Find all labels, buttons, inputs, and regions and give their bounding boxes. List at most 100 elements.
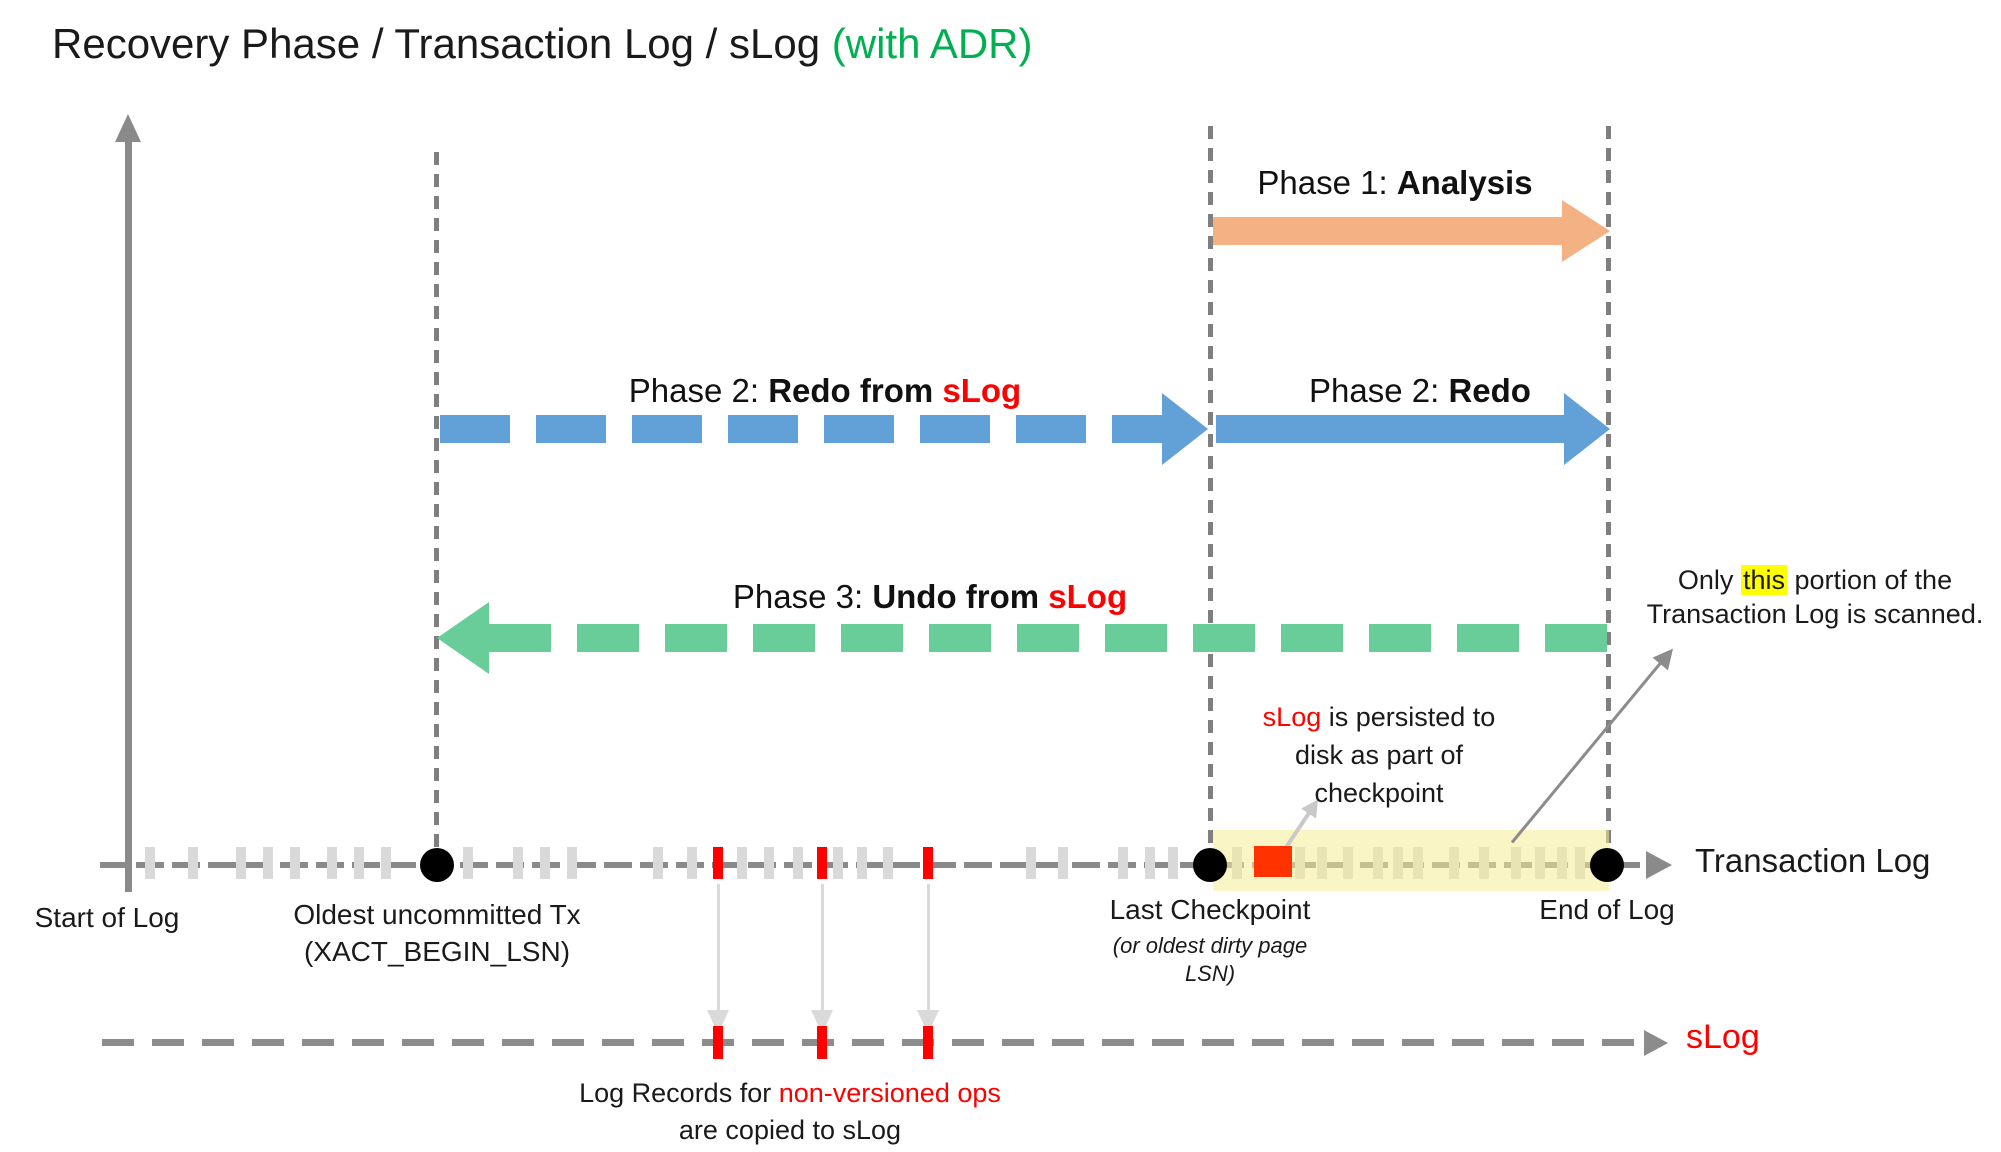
scanned-line2: Transaction Log is scanned.	[1646, 599, 1984, 629]
oldest-uncommitted-tx-label: Oldest uncommitted Tx (XACT_BEGIN_LSN)	[237, 896, 637, 970]
phase2s-bold: Redo from	[768, 372, 943, 409]
scanned-before: Only	[1677, 565, 1741, 595]
checkpoint-sub-line2: LSN)	[1184, 961, 1236, 986]
vertical-axis-line	[125, 140, 132, 892]
scanned-pointer-arrow	[1510, 661, 1663, 844]
oldest-line2: (XACT_BEGIN_LSN)	[303, 936, 571, 967]
log-record-tick	[236, 847, 246, 879]
phase3-slog: sLog	[1048, 578, 1128, 615]
phase1-prefix: Phase 1:	[1257, 164, 1397, 201]
slog-line	[102, 1039, 1647, 1046]
phase2s-prefix: Phase 2:	[628, 372, 769, 409]
phase2-redo-from-slog-arrowhead	[1162, 393, 1208, 465]
phase2-bold: Redo	[1448, 372, 1531, 409]
timeline-marker-dot	[1193, 848, 1227, 882]
slog-checkpoint-record-marker	[1254, 846, 1292, 877]
copy-to-slog-arrowhead	[917, 1010, 939, 1034]
phase2-prefix: Phase 2:	[1309, 372, 1449, 409]
copied-records-note: Log Records for non-versioned ops are co…	[490, 1075, 1090, 1149]
oldest-line1: Oldest uncommitted Tx	[293, 899, 581, 930]
copy-to-slog-arrowhead	[811, 1010, 833, 1034]
copy-to-slog-line	[717, 884, 720, 1012]
phase2s-slog: sLog	[942, 372, 1022, 409]
log-record-tick	[687, 847, 697, 879]
log-record-tick	[540, 847, 550, 879]
log-record-tick	[764, 847, 774, 879]
timeline-marker-dot	[1590, 848, 1624, 882]
phase3-bold: Undo from	[872, 578, 1049, 615]
log-record-tick	[263, 847, 273, 879]
non-versioned-op-tick	[713, 847, 723, 879]
phase3-undo-label: Phase 3: Undo from sLog	[730, 578, 1130, 616]
scanned-highlight: this	[1740, 565, 1787, 595]
log-record-tick	[1168, 847, 1178, 879]
phase2-redo-label: Phase 2: Redo	[1220, 372, 1620, 410]
last-checkpoint-sublabel: (or oldest dirty page LSN)	[1060, 932, 1360, 988]
phase1-label: Phase 1: Analysis	[1195, 164, 1595, 202]
log-record-tick	[1118, 847, 1128, 879]
phase3-undo-arrow	[489, 624, 1610, 652]
copied-black: Log Records for	[579, 1078, 779, 1108]
page-title: Recovery Phase / Transaction Log / sLog …	[52, 20, 1032, 68]
scanned-portion-note: Only this portion of the Transaction Log…	[1630, 563, 2000, 631]
log-record-tick	[290, 847, 300, 879]
log-record-tick	[1058, 847, 1068, 879]
log-record-tick	[883, 847, 893, 879]
log-record-tick	[793, 847, 803, 879]
transaction-log-arrowhead	[1646, 851, 1672, 879]
phase3-prefix: Phase 3:	[732, 578, 873, 615]
title-suffix: (with ADR)	[831, 20, 1033, 67]
slog-axis-label: sLog	[1686, 1018, 1760, 1056]
slog-persisted-note: sLog is persisted to disk as part of che…	[1229, 698, 1529, 812]
log-record-tick	[513, 847, 523, 879]
non-versioned-op-tick	[817, 847, 827, 879]
transaction-log-line	[100, 862, 1648, 868]
phase1-name: Analysis	[1396, 164, 1533, 201]
last-checkpoint-label: Last Checkpoint	[1109, 894, 1311, 925]
phase1-analysis-arrowhead	[1562, 200, 1610, 262]
phase2-redo-arrow	[1216, 415, 1564, 443]
log-record-tick	[857, 847, 867, 879]
guide-line-last-checkpoint	[1208, 126, 1213, 850]
log-record-tick	[145, 847, 155, 879]
non-versioned-op-tick	[923, 847, 933, 879]
end-of-log-label: End of Log	[1539, 894, 1675, 925]
transaction-log-axis-label: Transaction Log	[1695, 842, 1931, 879]
log-record-tick	[354, 847, 364, 879]
title-main: Recovery Phase / Transaction Log / sLog	[52, 20, 832, 67]
timeline-marker-dot	[420, 848, 454, 882]
log-record-tick	[567, 847, 577, 879]
copied-red: non-versioned ops	[778, 1078, 1001, 1108]
copied-line2: are copied to sLog	[678, 1115, 902, 1145]
log-record-tick	[1026, 847, 1036, 879]
phase2-redo-arrowhead	[1564, 393, 1610, 465]
log-record-tick	[737, 847, 747, 879]
scanned-after: portion of the	[1786, 565, 1953, 595]
phase2-redo-from-slog-arrow	[440, 415, 1162, 443]
guide-line-end-of-log	[1606, 126, 1611, 850]
phase1-analysis-arrow	[1213, 217, 1563, 245]
log-record-tick	[653, 847, 663, 879]
log-record-tick	[327, 847, 337, 879]
persisted-slog: sLog	[1262, 702, 1322, 732]
copy-to-slog-arrowhead	[707, 1010, 729, 1034]
phase3-undo-arrowhead	[437, 602, 489, 674]
checkpoint-sub-line1: (or oldest dirty page	[1112, 933, 1308, 958]
start-of-log-label: Start of Log	[34, 902, 180, 933]
slog-record-tick	[923, 1026, 933, 1059]
slog-record-tick	[713, 1026, 723, 1059]
phase2-redo-from-slog-label: Phase 2: Redo from sLog	[625, 372, 1025, 410]
vertical-axis-arrowhead	[115, 114, 141, 142]
log-record-tick	[1145, 847, 1155, 879]
slog-record-tick	[817, 1026, 827, 1059]
persisted-line1: is persisted to	[1321, 702, 1496, 732]
log-record-tick	[381, 847, 391, 879]
copy-to-slog-line	[927, 884, 930, 1012]
slog-arrowhead	[1644, 1030, 1668, 1056]
persisted-line3: checkpoint	[1314, 778, 1444, 808]
copy-to-slog-line	[821, 884, 824, 1012]
log-record-tick	[833, 847, 843, 879]
guide-line-oldest-uncommitted-tx	[434, 152, 439, 850]
log-record-tick	[188, 847, 198, 879]
